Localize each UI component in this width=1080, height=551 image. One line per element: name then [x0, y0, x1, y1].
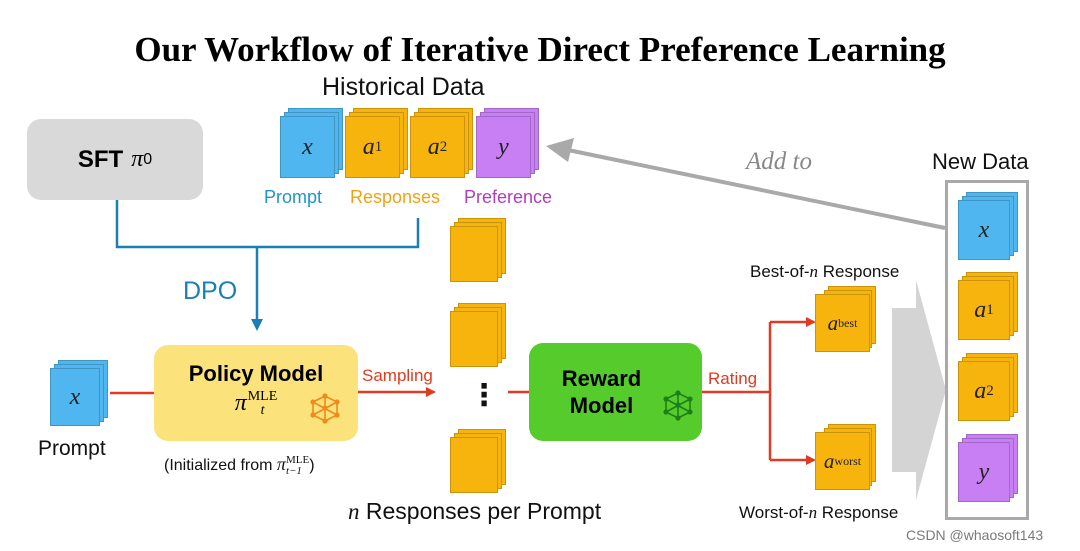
new-y-card: y — [958, 442, 1010, 502]
response-ellipsis: ⋮ — [469, 379, 499, 412]
reward-model-box: Reward Model — [529, 343, 702, 441]
historical-data-heading: Historical Data — [322, 73, 485, 101]
historical-x-card: x — [280, 116, 335, 178]
collect-arrow — [892, 280, 946, 500]
new-x-card: x — [958, 200, 1010, 260]
historical-preference-label: Preference — [464, 187, 553, 207]
dpo-label: DPO — [183, 277, 238, 305]
best-of-n-label: Best-of-n Response — [750, 262, 900, 281]
response-card — [450, 226, 498, 282]
historical-prompt-label: Prompt — [264, 187, 323, 207]
historical-responses-label: Responses — [350, 187, 441, 207]
sft-pi: π — [131, 146, 144, 172]
sft-subscript: 0 — [143, 150, 153, 168]
add-to-arrowhead — [546, 138, 574, 162]
worst-of-n-label: Worst-of-n Response — [739, 503, 899, 522]
watermark: CSDN @whaosoft143 — [906, 527, 1044, 543]
add-to-label: Add to — [746, 148, 812, 175]
prompt-input-label: Prompt — [38, 437, 106, 460]
policy-model-title: Policy Model — [188, 361, 324, 386]
response-card — [450, 311, 498, 367]
historical-y-card: y — [476, 116, 531, 178]
diagram-title: Our Workflow of Iterative Direct Prefere… — [134, 30, 946, 69]
reward-line2: Model — [569, 393, 634, 418]
reward-line1: Reward — [561, 365, 642, 391]
rating-label: Rating — [708, 369, 758, 388]
responses-per-prompt-caption: n Responses per Prompt — [348, 498, 602, 524]
prompt-x-card: x — [50, 368, 100, 426]
new-data-frame — [945, 180, 1029, 520]
response-card — [450, 437, 498, 493]
sampling-label: Sampling — [362, 366, 433, 385]
add-to-arrow — [567, 148, 946, 230]
sft-label: SFT — [77, 145, 124, 173]
dpo-connector — [115, 200, 420, 249]
new-data-heading: New Data — [932, 149, 1029, 174]
